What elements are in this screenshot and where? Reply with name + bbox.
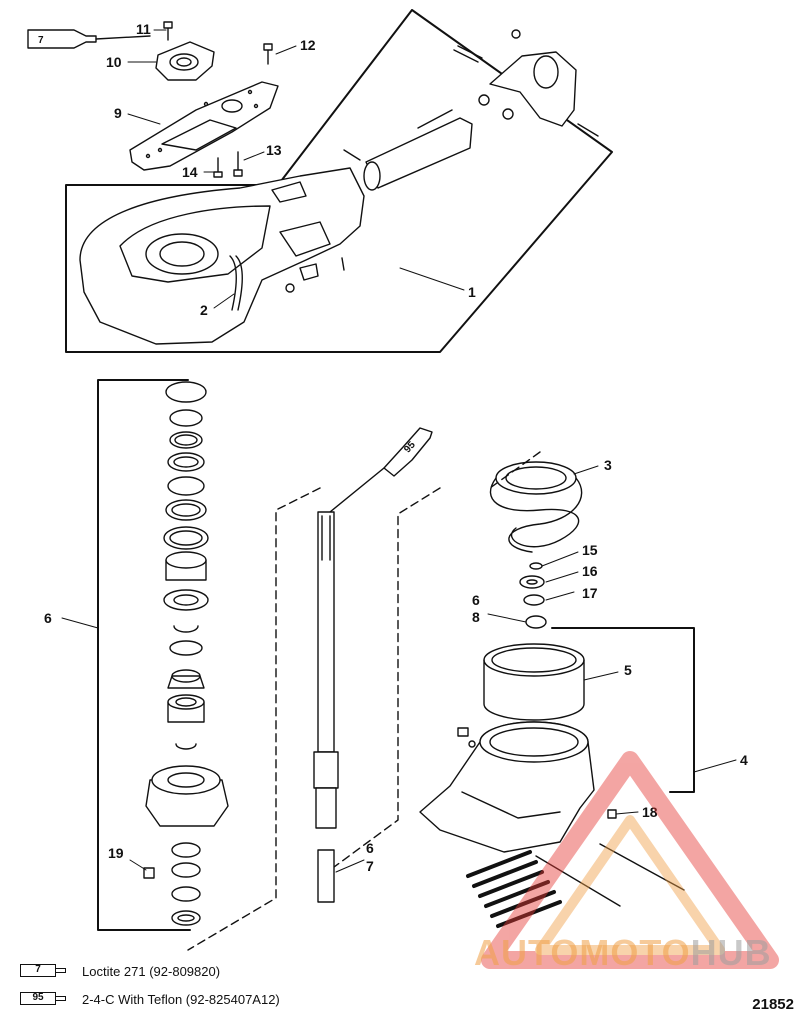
callout-4: 4 [740, 752, 748, 768]
callout-17: 17 [582, 585, 598, 601]
screw-icon [607, 809, 617, 819]
callout-6-left: 6 [44, 610, 52, 626]
callout-11: 11 [136, 21, 151, 37]
callout-10: 10 [106, 54, 122, 70]
screw-icon [263, 43, 273, 65]
callout-18: 18 [642, 804, 658, 820]
steering-bracket-icon [453, 29, 599, 137]
teflon-tube-legend-icon: 95 [20, 991, 68, 1007]
intake-plate-icon [129, 81, 279, 171]
bearing-stack-icon [143, 381, 229, 926]
legend-row-loctite: 7 Loctite 271 (92-809820) [20, 960, 220, 982]
impeller-icon [489, 461, 583, 553]
intake-grate-icon [466, 843, 685, 928]
watermark-brand-part1: AUTOMOTO [474, 932, 691, 973]
watermark-brand-part2: HUB [690, 932, 772, 973]
pump-group-frame [551, 627, 695, 793]
bearing-stack-frame [97, 379, 191, 931]
callout-6-middle: 6 [366, 840, 374, 856]
teflon-tube-icon [329, 427, 433, 513]
dashed-guide [489, 451, 541, 489]
callout-8: 8 [472, 609, 480, 625]
callout-14: 14 [182, 164, 198, 180]
callout-19: 19 [108, 845, 124, 861]
loctite-tube-icon [27, 29, 151, 49]
watermark-brand: AUTOMOTOHUB [474, 932, 772, 974]
pump-base-icon [419, 721, 595, 853]
driveshaft-icon [313, 511, 339, 903]
screw-icon [233, 151, 243, 177]
legend-row-teflon: 95 2-4-C With Teflon (92-825407A12) [20, 988, 280, 1010]
callout-9: 9 [114, 105, 122, 121]
callout-6-right: 6 [472, 592, 480, 608]
callout-15: 15 [582, 542, 598, 558]
screw-icon [213, 157, 223, 178]
screw-icon [163, 21, 173, 41]
pump-housing-icon [79, 167, 365, 345]
callout-13: 13 [266, 142, 282, 158]
callout-7: 7 [366, 858, 374, 874]
impeller-small-parts-icon [519, 562, 547, 629]
callout-5: 5 [624, 662, 632, 678]
callout-12: 12 [300, 37, 316, 53]
loctite-tube-legend-icon: 7 [20, 963, 68, 979]
nozzle-tube-icon [343, 109, 473, 191]
callout-2: 2 [200, 302, 208, 318]
callout-1: 1 [468, 284, 476, 300]
legend-tube-code: 7 [20, 964, 56, 977]
leader-lines [61, 29, 737, 873]
figure-number: 21852 [752, 996, 794, 1013]
legend-tube-code: 95 [20, 992, 56, 1005]
legend-text-loctite: Loctite 271 (92-809820) [82, 963, 221, 979]
callout-3: 3 [604, 457, 612, 473]
mounting-flange-icon [155, 41, 215, 81]
callout-16: 16 [582, 563, 598, 579]
legend-text-teflon: 2-4-C With Teflon (92-825407A12) [82, 991, 280, 1007]
driveshaft-frame [187, 487, 441, 951]
callout-numbers: 11 10 12 9 13 14 1 2 3 15 16 17 6 8 5 4 … [44, 21, 748, 874]
tube-label-7: 7 [38, 35, 44, 46]
wear-ring-icon [483, 643, 585, 721]
